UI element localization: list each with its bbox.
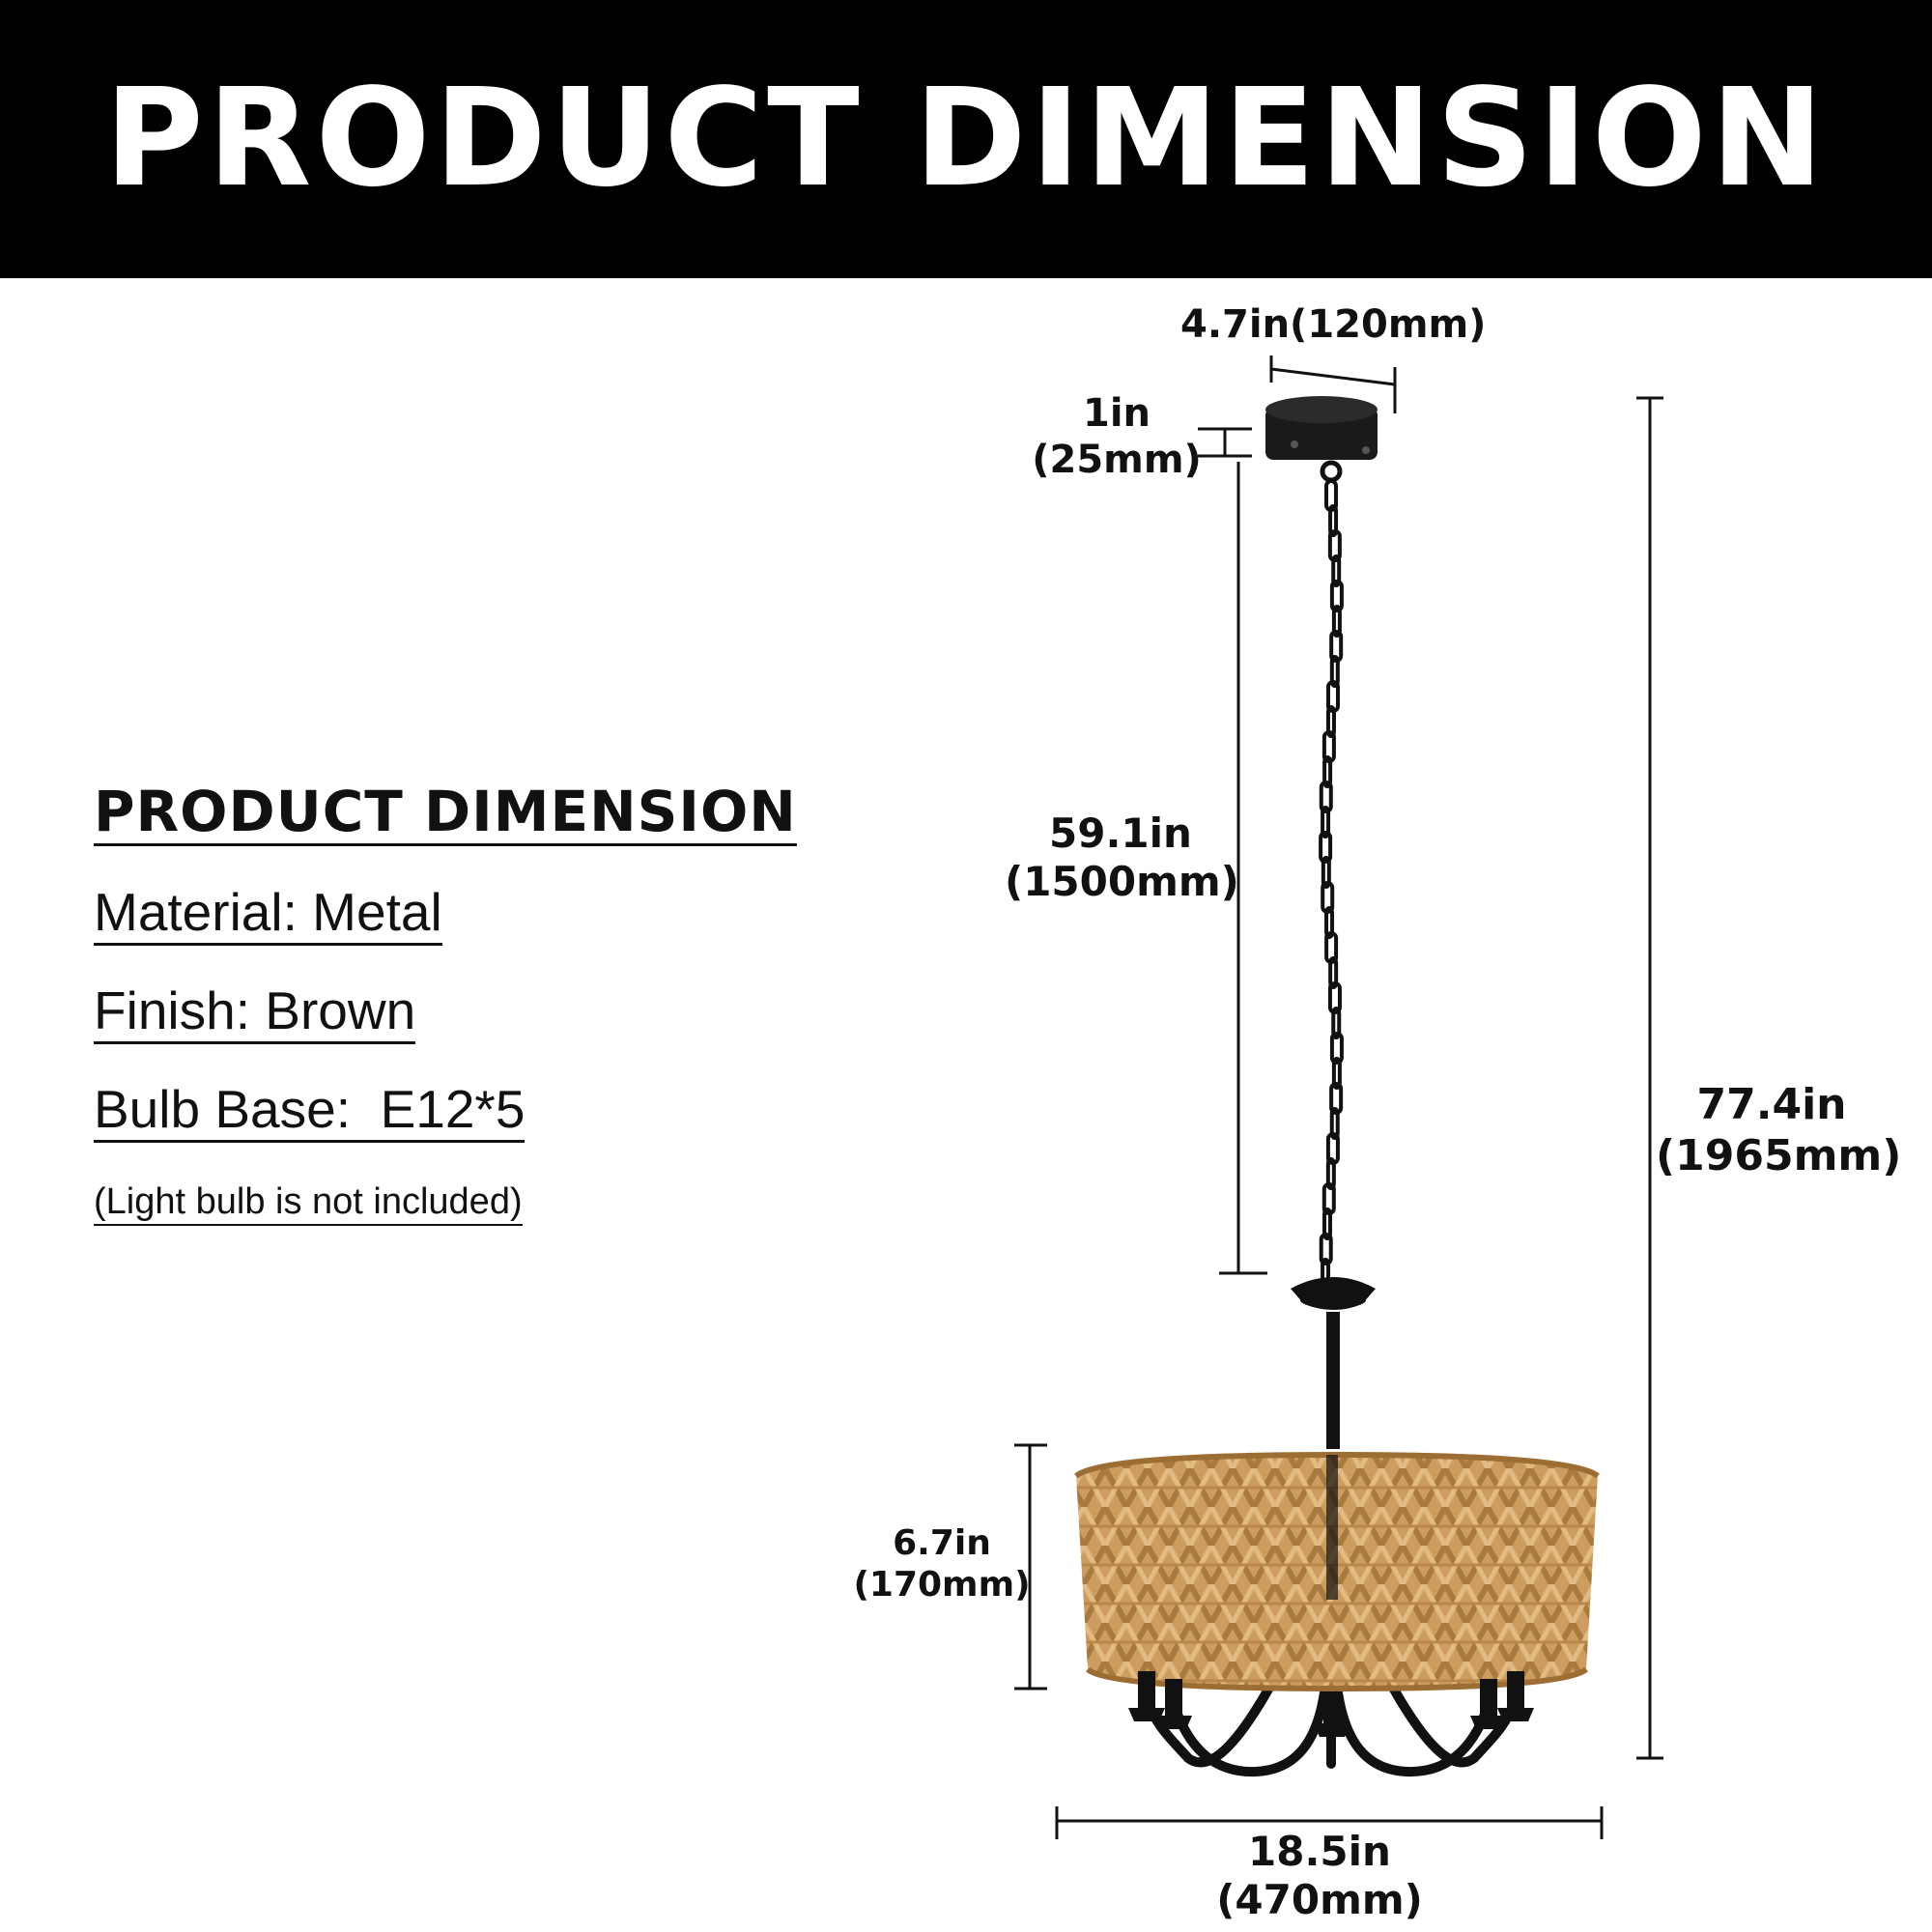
dimension-lines [1014,355,1663,1839]
chain-link [1322,1208,1333,1240]
canopy-width-label: 4.7in(120mm) [1180,302,1487,347]
chain-link [1322,755,1333,788]
chain-link [1331,1057,1342,1090]
spec-note: (Light bulb is not included) [94,1182,523,1226]
spec-bulb-base: Bulb Base: E12*5 [94,1081,526,1143]
chain-link [1329,1107,1340,1140]
chain-link [1325,705,1336,738]
chain-link [1325,1157,1336,1190]
canopy-height-label: 1in (25mm) [1032,391,1202,482]
candle-cups [1128,1671,1534,1737]
shade-width-label: 18.5in (470mm) [1216,1828,1423,1924]
chain-link [1331,554,1342,587]
spec-heading: PRODUCT DIMENSION [94,779,797,846]
chain-link [1331,605,1342,638]
total-height-label: 77.4in (1965mm) [1656,1080,1902,1180]
header-banner: PRODUCT DIMENSION [0,0,1932,278]
chain-link [1321,806,1331,838]
chain-link [1329,1032,1344,1065]
shade-height-label: 6.7in (170mm) [853,1523,1031,1605]
chain-link [1328,504,1339,537]
chain-link [1329,655,1340,688]
down-rod [1291,1277,1376,1449]
chain-link [1328,956,1339,989]
chain-link [1331,1007,1342,1039]
chain-link [1321,856,1331,889]
chain-length-label: 59.1in (1500mm) [1005,810,1239,906]
banner-title: PRODUCT DIMENSION [104,60,1828,217]
spec-material: Material: Metal [94,884,442,946]
chain-link [1319,1233,1333,1265]
chain [1319,479,1344,1291]
chain-link [1324,906,1335,939]
rattan-shade [1074,1451,1600,1692]
ceiling-canopy [1265,396,1378,483]
chain-link [1319,831,1333,864]
chain-link [1329,580,1344,612]
chain-link [1319,781,1333,813]
spec-finish: Finish: Brown [94,982,416,1044]
